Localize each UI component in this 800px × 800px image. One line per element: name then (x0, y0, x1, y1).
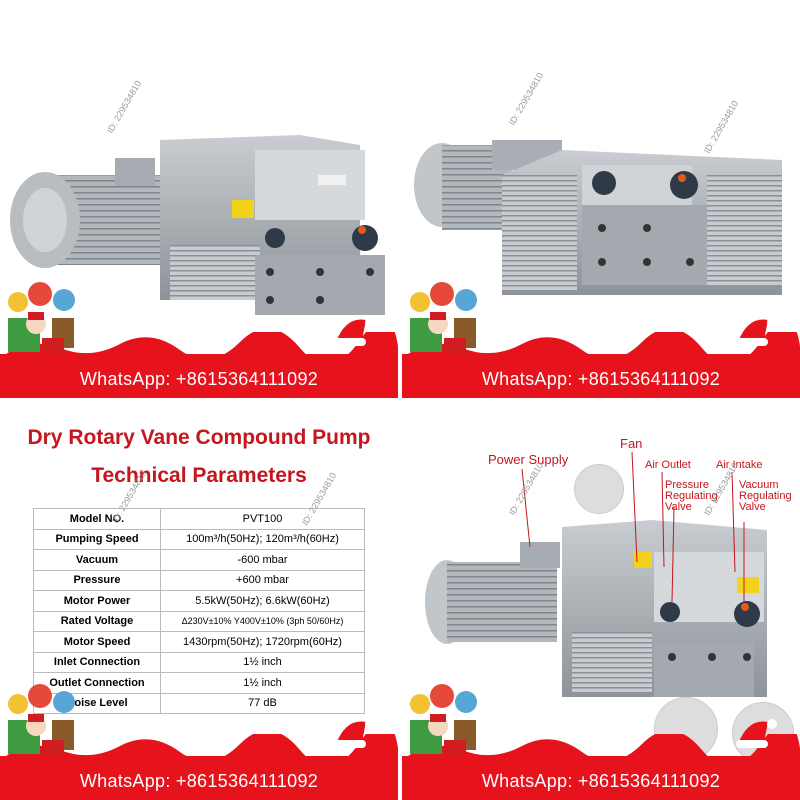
label-line: Regulating (665, 490, 718, 502)
component-diagram-panel: Power Supply Fan Air Outlet Air Intake P… (402, 402, 800, 800)
vacuum-pump-image (10, 135, 385, 315)
param-label: Motor Power (33, 590, 161, 612)
whatsapp-contact: WhatsApp: +8615364111092 (79, 369, 319, 389)
technical-parameters-panel: Dry Rotary Vane Compound Pump Technical … (0, 402, 398, 800)
whatsapp-banner (402, 756, 800, 800)
param-label: Vacuum (33, 549, 161, 571)
label-line: Pressure (665, 479, 710, 491)
santa-hat-icon (334, 719, 375, 748)
param-value: 1½ inch (160, 651, 365, 673)
whatsapp-banner (0, 354, 398, 398)
param-value: 100m³/h(50Hz); 120m³/h(60Hz) (160, 528, 365, 550)
product-photo-panel-2: ID: 229534810 ID: 229534810 WhatsApp: +8… (402, 0, 800, 398)
santa-hat-icon (334, 317, 375, 346)
param-value: Δ230V±10% Y400V±10% (3ph 50/60Hz) (160, 610, 365, 632)
param-value: 1½ inch (160, 672, 365, 694)
product-photo-panel-1: ID: 229534810 WhatsApp: +8615364111092 (0, 0, 398, 398)
label-line: Valve (739, 501, 766, 513)
banner-wave (0, 332, 398, 358)
param-value: 77 dB (160, 692, 365, 714)
fan-detail-image (574, 464, 624, 514)
santa-decoration-icon (8, 282, 75, 354)
whatsapp-contact: WhatsApp: +8615364111092 (481, 771, 721, 791)
param-label: Pressure (33, 569, 161, 591)
banner-wave (402, 734, 800, 760)
banner-wave (0, 734, 398, 760)
whatsapp-contact: WhatsApp: +8615364111092 (79, 771, 319, 791)
label-pressure-valve: Pressure Regulating Valve (665, 480, 718, 513)
label-fan: Fan (620, 436, 643, 451)
param-value: -600 mbar (160, 549, 365, 571)
param-label: Inlet Connection (33, 651, 161, 673)
whatsapp-contact: WhatsApp: +8615364111092 (481, 369, 721, 389)
santa-decoration-icon (410, 282, 477, 354)
param-label: Model NO. (33, 508, 161, 530)
vacuum-pump-diagram (425, 451, 767, 697)
santa-hat-icon (736, 719, 777, 748)
param-label: Pumping Speed (33, 528, 161, 550)
param-label: Rated Voltage (33, 610, 161, 632)
label-line: Vacuum (739, 479, 779, 491)
label-power-supply: Power Supply (488, 452, 569, 467)
table-row: Vacuum-600 mbar (33, 549, 365, 571)
param-label: Motor Speed (33, 631, 161, 653)
label-line: Valve (665, 501, 692, 513)
label-vacuum-valve: Vacuum Regulating Valve (739, 480, 792, 513)
label-air-intake: Air Intake (716, 459, 763, 471)
santa-decoration-icon (410, 684, 477, 756)
santa-hat-icon (736, 317, 777, 346)
param-value: 5.5kW(50Hz); 6.6kW(60Hz) (160, 590, 365, 612)
whatsapp-banner (402, 354, 800, 398)
product-title: Dry Rotary Vane Compound Pump (27, 426, 371, 449)
label-line: Regulating (739, 490, 792, 502)
whatsapp-banner (0, 756, 398, 800)
vacuum-pump-image (414, 140, 782, 295)
parameters-title: Technical Parameters (91, 464, 307, 487)
param-value: PVT100 (160, 508, 365, 530)
label-air-outlet: Air Outlet (645, 459, 691, 471)
param-value: 1430rpm(50Hz); 1720rpm(60Hz) (160, 631, 365, 653)
table-row: Pressure+600 mbar (33, 569, 365, 591)
param-value: +600 mbar (160, 569, 365, 591)
banner-wave (402, 332, 800, 358)
santa-decoration-icon (8, 684, 75, 756)
